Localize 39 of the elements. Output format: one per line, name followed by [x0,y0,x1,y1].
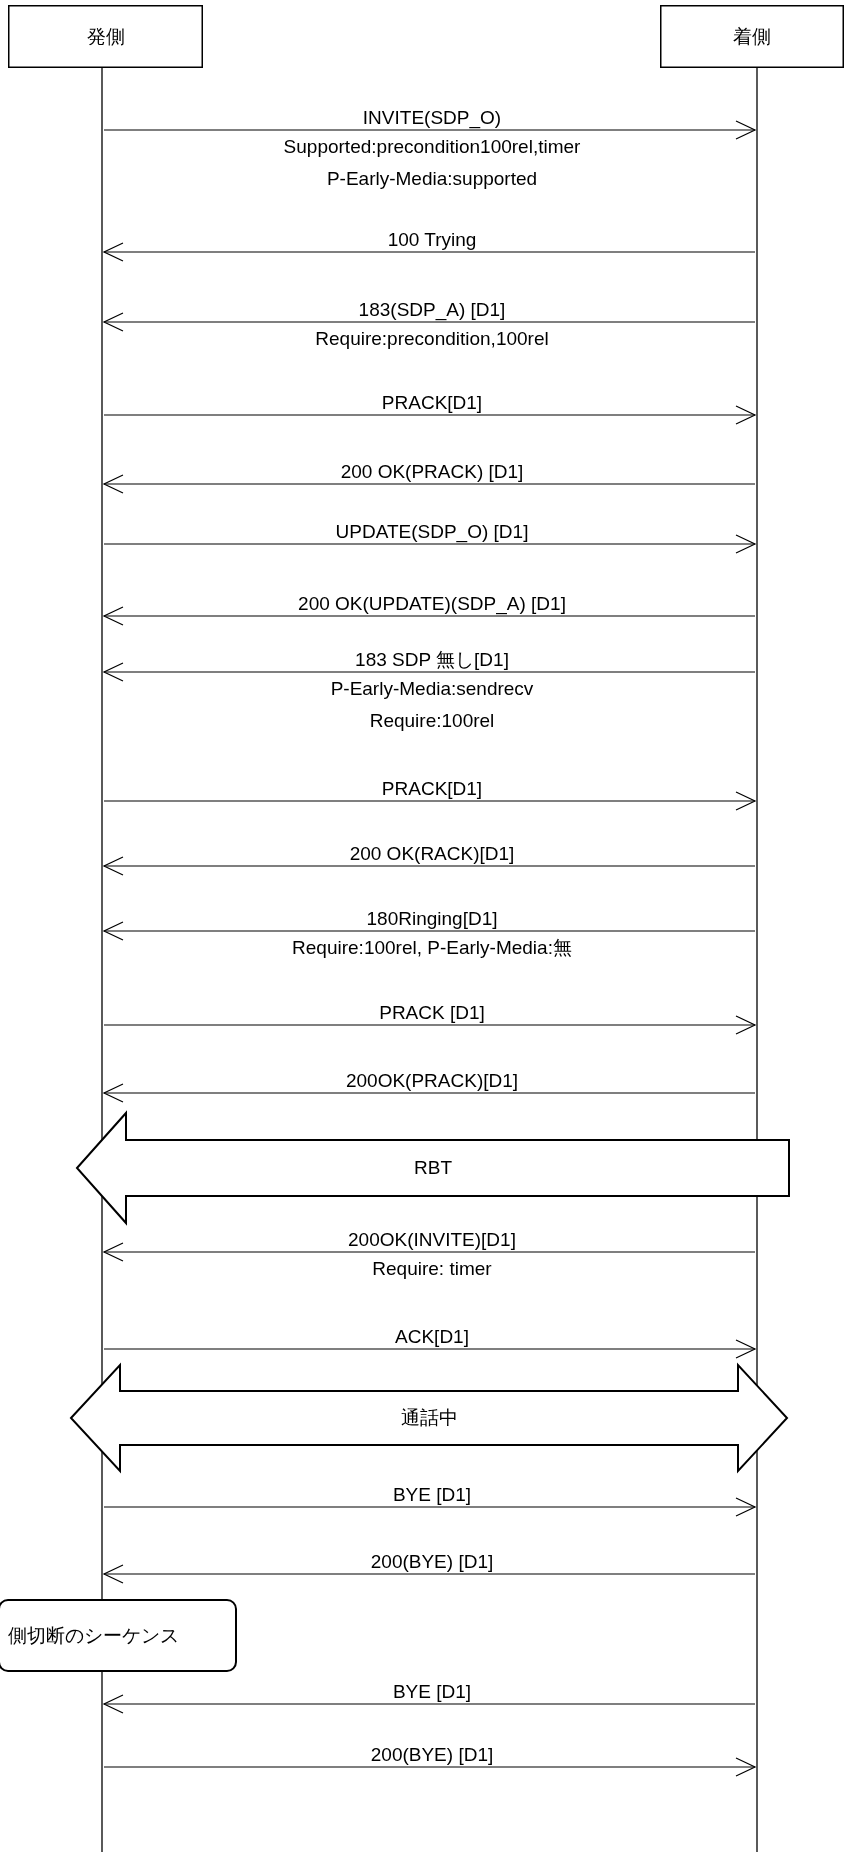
message-arrow [103,474,756,494]
message-parameter: Require:100rel, P-Early-Media:無 [292,937,572,959]
participant-box [8,5,203,68]
message-arrow [103,1242,756,1262]
message-arrow [103,1694,756,1714]
message-arrow [103,856,756,876]
message-arrow [103,1339,756,1359]
message-arrow [103,312,756,332]
participant-name: 着側 [733,23,771,49]
message-arrow [103,791,756,811]
message-parameter: P-Early-Media:supported [326,168,538,190]
message-arrow [103,242,756,262]
message-parameter: Require:100rel [369,710,495,732]
lifeline [755,68,759,1852]
block-arrow [75,1110,790,1226]
message-parameter: Supported:precondition100rel,timer [283,136,581,158]
message-arrow [103,405,756,425]
message-arrow [103,606,756,626]
message-parameter: Require:precondition,100rel [315,328,549,350]
block-arrow [69,1362,789,1474]
message-arrow [103,1564,756,1584]
edge-label: 183 SDP 無し[D1] [353,649,511,671]
message-arrow [103,1015,756,1035]
node-label: RBT [414,1157,452,1179]
message-arrow [103,1497,756,1517]
message-arrow [103,120,756,140]
node-label: 側切断のシーケンス [8,1622,179,1648]
message-arrow [103,1083,756,1103]
message-parameter: Require: timer [372,1258,492,1280]
participant-box [660,5,844,68]
message-arrow [103,1757,756,1777]
participant-name: 発側 [86,23,125,49]
message-arrow [103,534,756,554]
message-arrow [103,662,756,682]
node-label: 通話中 [400,1405,458,1430]
lifeline [100,68,104,1852]
note-box [0,1599,237,1672]
message-arrow [103,921,756,941]
message-parameter: P-Early-Media:sendrecv [330,678,534,700]
